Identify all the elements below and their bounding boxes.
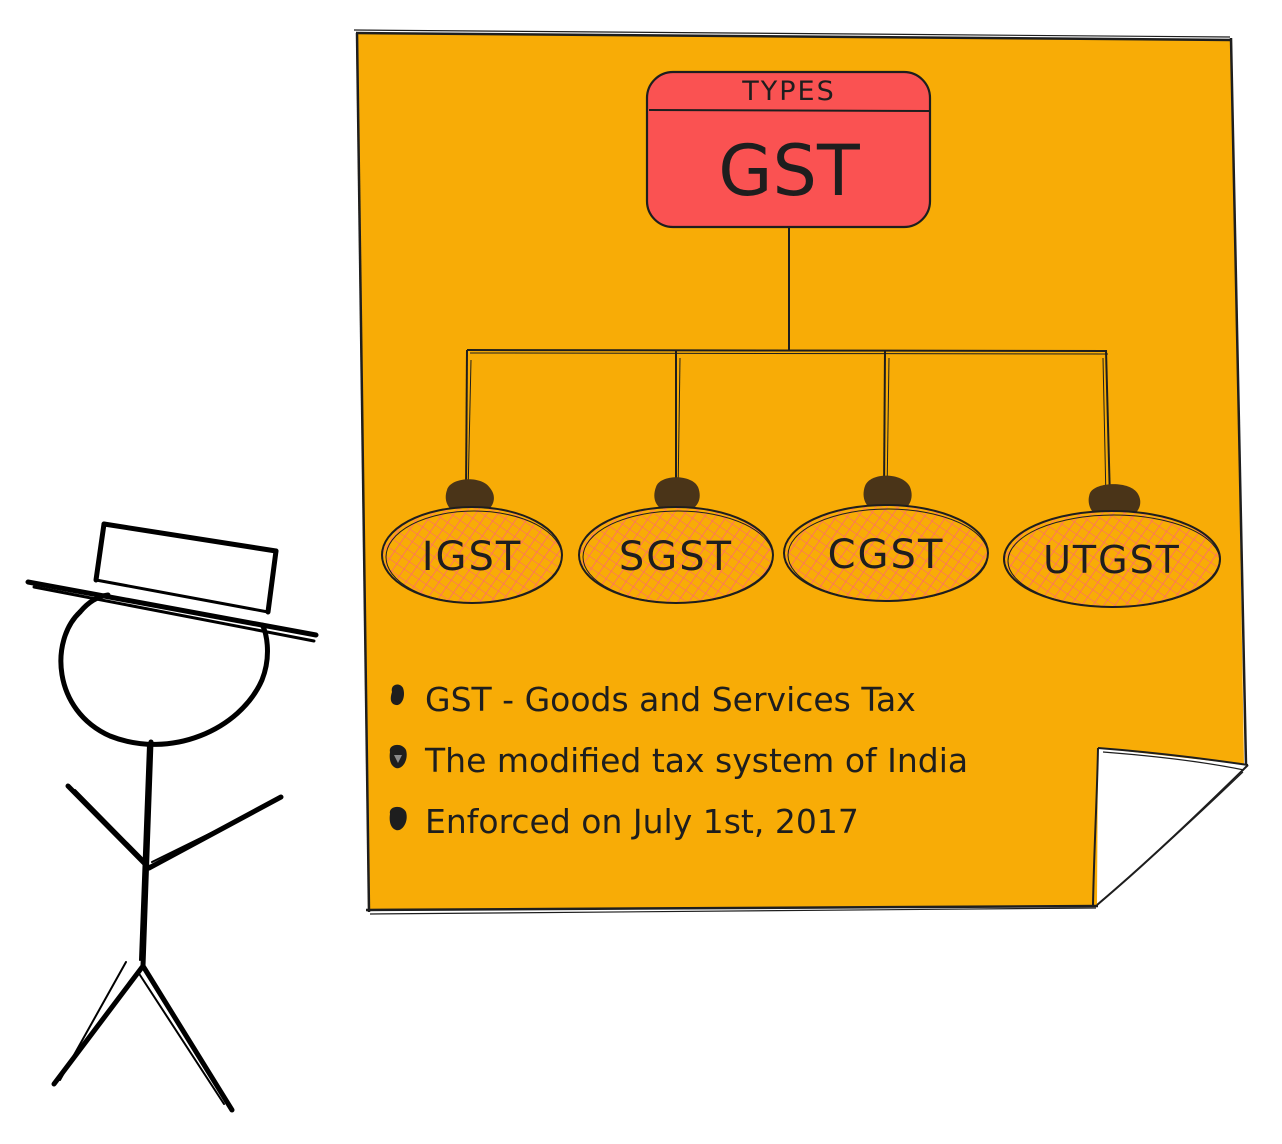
bullet-list: GST - Goods and Services Tax The modifie… xyxy=(389,680,968,841)
type-label-sgst: SGST xyxy=(619,534,733,580)
head-icon xyxy=(58,609,270,747)
stick-figure xyxy=(25,521,319,1113)
hat-icon xyxy=(101,521,279,554)
tree-connectors xyxy=(465,226,1111,501)
type-label-utgst: UTGST xyxy=(1043,538,1181,582)
bullet-text: The modified tax system of India xyxy=(424,741,968,780)
type-node-igst: IGST xyxy=(381,506,563,604)
gst-title: GST xyxy=(718,130,860,212)
bullet-text: Enforced on July 1st, 2017 xyxy=(425,802,859,841)
bullet-item: Enforced on July 1st, 2017 xyxy=(389,802,859,841)
type-label-igst: IGST xyxy=(422,534,523,580)
type-node-sgst: SGST xyxy=(578,506,774,604)
bullet-item: The modified tax system of India xyxy=(389,741,968,780)
bullet-text: GST - Goods and Services Tax xyxy=(425,680,916,719)
bullet-dot-icon xyxy=(389,806,407,831)
type-node-utgst: UTGST xyxy=(1003,510,1221,608)
type-label-cgst: CGST xyxy=(828,532,945,578)
bullet-item: GST - Goods and Services Tax xyxy=(390,680,916,719)
gst-header-box: TYPES GST xyxy=(645,70,932,229)
folded-corner xyxy=(1092,747,1249,906)
type-node-cgst: CGST xyxy=(783,504,989,602)
bullet-dot-icon xyxy=(390,684,405,706)
sticky-note xyxy=(353,29,1248,915)
bullet-highlight-icon xyxy=(394,755,402,763)
types-label: TYPES xyxy=(741,76,835,107)
